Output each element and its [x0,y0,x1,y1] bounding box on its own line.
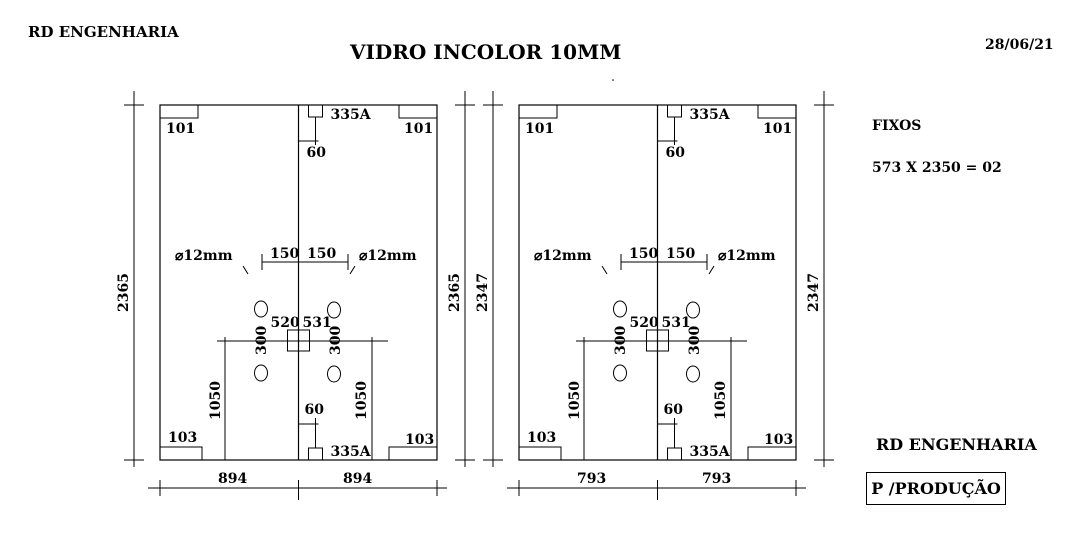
bottom-fitting-label: 335A [331,444,372,460]
hole-spacing-label-left: 150 [629,246,658,262]
lower-height-right: 1050 [713,381,729,420]
corner-fitting-bottom-right [388,446,438,461]
hole-leader-right [349,265,356,275]
hole-leader-left [242,265,249,275]
lower-height-right: 1050 [354,381,370,420]
corner-label-bottom-left: 103 [168,430,197,446]
vertical-spacing-right: 300 [687,326,703,355]
lower-height-left: 1050 [208,381,224,420]
bottom-offset-label: 60 [305,402,325,418]
vertical-spacing-left: 300 [613,326,629,355]
hole-3 [254,364,268,382]
hole-leader-right [708,265,715,275]
fixos-quantity: 573 X 2350 = 02 [872,160,1002,176]
company-name-top: RD ENGENHARIA [28,23,179,41]
top-fitting-label: 335A [690,107,731,123]
corner-fitting-bottom-right [747,446,797,461]
lock-dimension-left: 520 [271,315,300,331]
width-label-left: 793 [577,471,606,487]
width-label-right: 793 [702,471,731,487]
lower-height-left: 1050 [567,381,583,420]
hole-spacing-label-right: 150 [666,246,695,262]
corner-fitting-top-left [159,104,199,119]
corner-fitting-bottom-left [159,446,203,461]
hole-spacing-label-right: 150 [307,246,336,262]
top-offset-label: 60 [307,145,327,161]
stray-mark [612,79,614,81]
corner-label-bottom-right: 103 [405,432,434,448]
overall-height-label-right: 2347 [806,273,822,312]
top-fitting-box [667,104,682,118]
overall-height-label-right: 2365 [447,273,463,312]
corner-label-top-right: 101 [763,121,792,137]
corner-label-top-right: 101 [404,121,433,137]
corner-label-top-left: 101 [166,121,195,137]
top-fitting-label: 335A [331,107,372,123]
hole-leader-left [601,265,608,275]
overall-height-label-left: 2347 [475,273,491,312]
width-label-left: 894 [218,471,247,487]
corner-fitting-bottom-left [518,446,562,461]
corner-label-top-left: 101 [525,121,554,137]
hole-diameter-left: ⌀12mm [534,248,592,264]
panel-1: 101 101 103 103 335A 60 335A 60 ⌀12mm ⌀12mm 150 150… [116,91,475,500]
drawing-date: 28/06/21 [985,37,1054,53]
production-stamp: P /PRODUÇÃO [866,472,1006,505]
hole-4 [327,365,341,383]
corner-fitting-top-right [398,104,438,119]
hole-4 [686,365,700,383]
vertical-spacing-left: 300 [254,326,270,355]
top-fitting-box [308,104,323,118]
hole-2 [327,301,341,319]
corner-fitting-top-right [757,104,797,119]
panel-2: 101 101 103 103 335A 60 335A 60 ⌀12mm ⌀12mm 150 150… [475,91,834,500]
hole-spacing-label-left: 150 [270,246,299,262]
drawing-title: VIDRO INCOLOR 10MM [350,40,622,64]
corner-label-bottom-left: 103 [527,430,556,446]
bottom-fitting-label: 335A [690,444,731,460]
lock-dimension-right: 531 [303,315,332,331]
corner-label-bottom-right: 103 [764,432,793,448]
lock-dimension-right: 531 [662,315,691,331]
hole-1 [613,300,627,318]
bottom-fitting-box [667,447,682,461]
hole-2 [686,301,700,319]
hole-diameter-right: ⌀12mm [718,248,776,264]
company-name-bottom: RD ENGENHARIA [876,435,1037,454]
lock-dimension-left: 520 [630,315,659,331]
hole-diameter-right: ⌀12mm [359,248,417,264]
bottom-offset-label: 60 [664,402,684,418]
fixos-label: FIXOS [872,118,922,134]
overall-height-label-left: 2365 [116,273,132,312]
bottom-fitting-box [308,447,323,461]
hole-diameter-left: ⌀12mm [175,248,233,264]
hole-3 [613,364,627,382]
vertical-spacing-right: 300 [328,326,344,355]
corner-fitting-top-left [518,104,558,119]
width-label-right: 894 [343,471,372,487]
hole-1 [254,300,268,318]
top-offset-label: 60 [666,145,686,161]
